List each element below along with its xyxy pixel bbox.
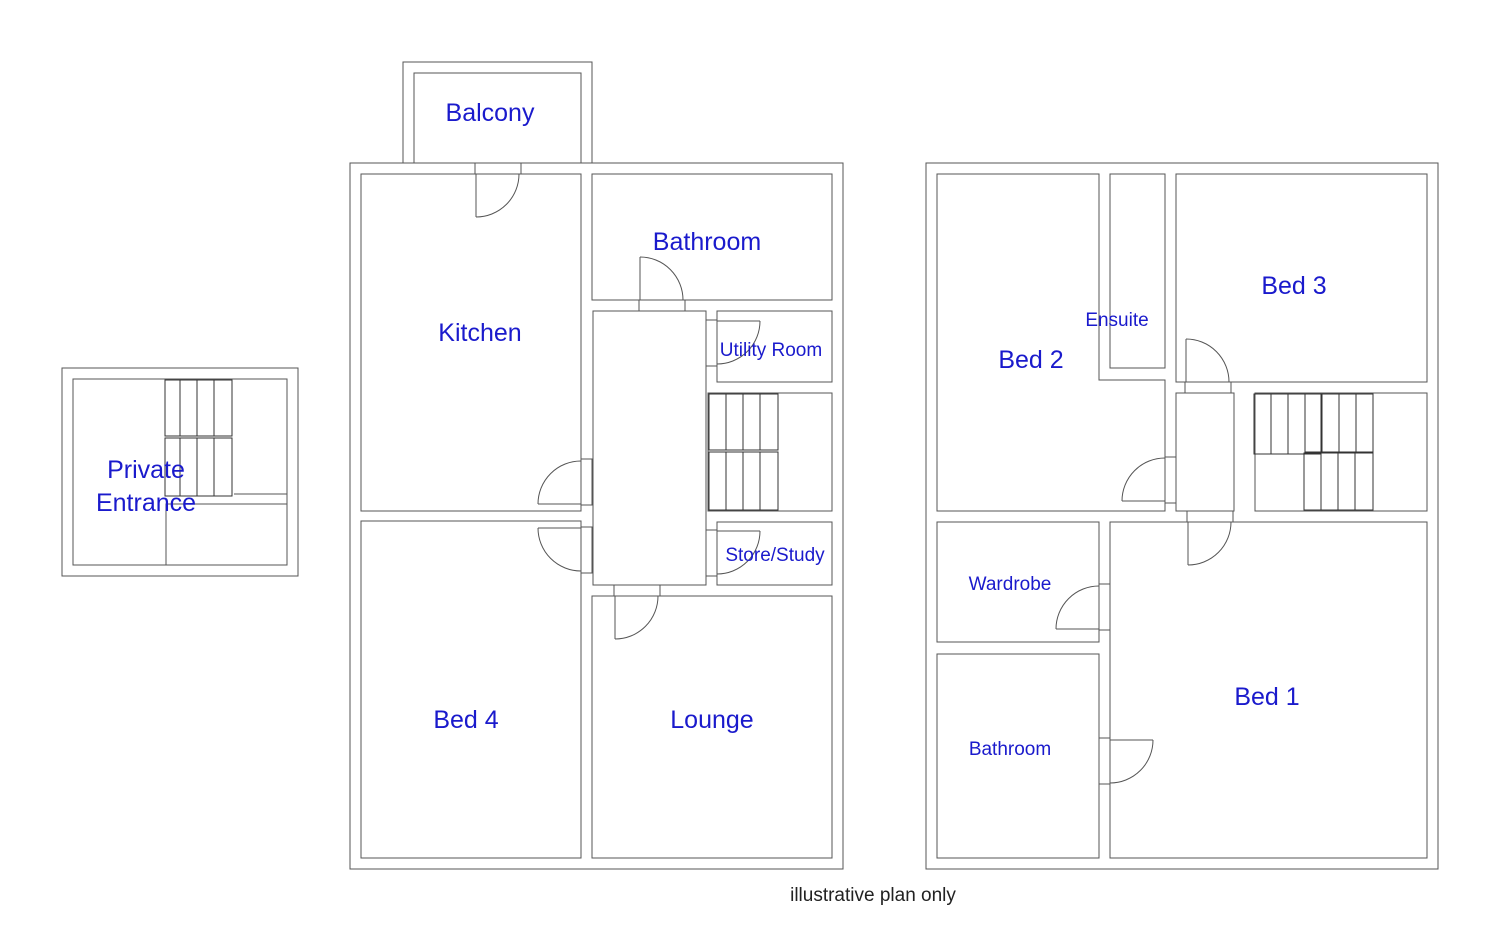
door-kitchen	[537, 458, 593, 506]
door-balcony	[474, 162, 522, 218]
label-kitchen: Kitchen	[438, 319, 521, 347]
door-bed4	[537, 526, 593, 574]
door-store-study	[705, 529, 761, 577]
door-bathroom	[638, 256, 686, 312]
staircase-upper	[1253, 393, 1374, 511]
upper-floor	[925, 162, 1439, 870]
label-bed4: Bed 4	[433, 706, 498, 734]
staircase-ground	[708, 393, 779, 511]
ground-floor	[349, 61, 844, 870]
label-lounge: Lounge	[670, 706, 753, 734]
label-store-study: Store/Study	[725, 545, 825, 566]
label-ensuite: Ensuite	[1085, 310, 1148, 331]
label-bathroom-upper: Bathroom	[969, 739, 1051, 760]
label-utility-room: Utility Room	[720, 340, 822, 361]
door-wardrobe	[1055, 583, 1111, 631]
door-bed1	[1186, 510, 1234, 566]
plan-caption: illustrative plan only	[790, 885, 956, 906]
label-bed3: Bed 3	[1261, 272, 1326, 300]
door-bathroom-upper	[1098, 737, 1154, 785]
label-wardrobe: Wardrobe	[969, 574, 1052, 595]
private-entrance-block	[61, 367, 299, 577]
label-bathroom-ground: Bathroom	[653, 228, 761, 256]
door-lounge	[613, 584, 661, 640]
door-bed3	[1184, 338, 1232, 394]
label-bed2: Bed 2	[998, 346, 1063, 374]
label-balcony: Balcony	[446, 99, 535, 127]
label-bed1: Bed 1	[1234, 683, 1299, 711]
door-utility-room	[705, 319, 761, 367]
label-private-entrance-line1: Private	[107, 456, 185, 484]
door-bed2	[1121, 456, 1177, 504]
label-private-entrance-line2: Entrance	[96, 489, 196, 517]
staircase-entrance	[164, 379, 233, 497]
